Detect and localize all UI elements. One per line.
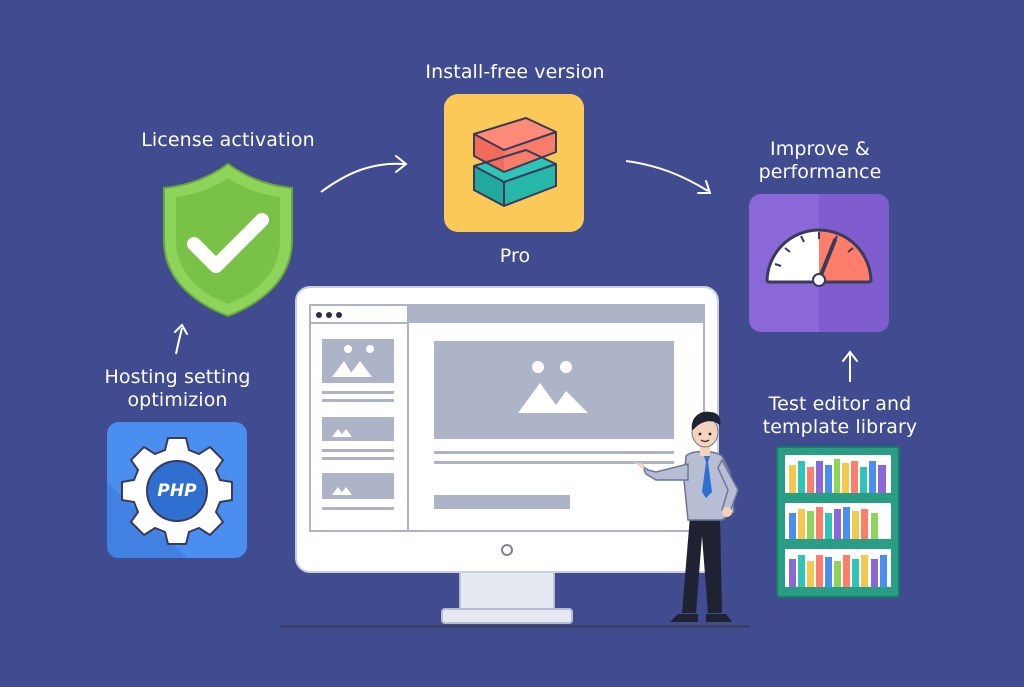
test-editor-label-line2: template library bbox=[762, 416, 918, 438]
license-activation-label: License activation bbox=[141, 129, 315, 151]
improve-label-line1: Improve & bbox=[770, 138, 870, 160]
pro-label: Pro bbox=[499, 245, 531, 267]
bookshelf-icon bbox=[776, 446, 900, 598]
hosting-label-line1: Hosting setting bbox=[104, 366, 251, 388]
php-gear-icon bbox=[107, 422, 247, 558]
php-text: PHP bbox=[157, 481, 197, 501]
arrow-install-to-improve bbox=[625, 160, 712, 194]
improve-label-line2: performance bbox=[758, 161, 882, 183]
arrow-test-to-improve bbox=[842, 350, 858, 382]
ground-line bbox=[280, 625, 750, 628]
shield-check-icon bbox=[163, 162, 293, 318]
stacked-blocks-icon bbox=[444, 94, 584, 232]
monitor-illustration bbox=[295, 286, 719, 624]
presenter-person bbox=[634, 411, 739, 622]
arrow-hosting-to-license bbox=[174, 323, 188, 355]
gauge-icon bbox=[749, 194, 889, 332]
test-editor-label-line1: Test editor and bbox=[768, 393, 912, 415]
hosting-label-line2: optimizion bbox=[127, 389, 228, 411]
arrow-license-to-install bbox=[320, 155, 408, 193]
install-free-version-label: Install-free version bbox=[425, 61, 605, 83]
